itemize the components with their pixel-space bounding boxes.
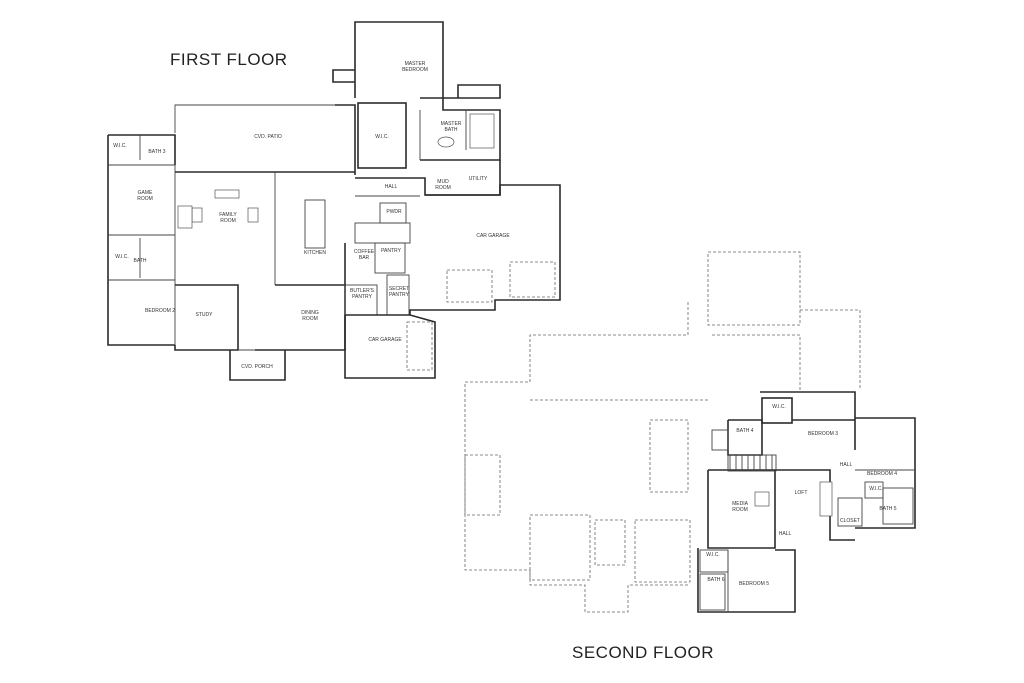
room-label-wic-3: W.I.C. <box>772 404 786 410</box>
room-label-hall-2: HALL <box>840 462 853 468</box>
room-label-cvd-patio: CVD. PATIO <box>254 134 282 140</box>
room-label-bath-3: BATH 3 <box>148 149 165 155</box>
room-label-car-garage-1: CAR GARAGE <box>476 233 510 239</box>
room-label-bedroom-3: BEDROOM 3 <box>808 431 838 437</box>
room-label-bath-2: BATH <box>134 258 147 264</box>
room-label-bedroom-4: BEDROOM 4 <box>867 471 897 477</box>
room-label-pantry: PANTRY <box>381 248 401 254</box>
room-label-cvd-porch: CVD. PORCH <box>241 364 273 370</box>
room-label-wic-1: W.I.C. <box>113 143 127 149</box>
room-label-wic-2: W.I.C. <box>115 254 129 260</box>
second-floor-walls <box>464 251 916 613</box>
room-label-wic-5: W.I.C. <box>706 552 720 558</box>
room-label-utility: UTILITY <box>469 176 488 182</box>
first-floor-title: FIRST FLOOR <box>170 50 288 69</box>
second-floor-labels: W.I.C. BEDROOM 3 BATH 4 HALL BEDROOM 4 LOFT W.… <box>706 404 897 587</box>
room-label-pwdr: PWDR <box>386 209 402 215</box>
room-label-wic-master: W.I.C. <box>375 134 389 140</box>
room-label-car-garage-2: CAR GARAGE <box>368 337 402 343</box>
room-label-hall-1: HALL <box>385 184 398 190</box>
room-label-bath-4: BATH 4 <box>736 428 753 434</box>
room-label-bath-5: BATH 5 <box>879 506 896 512</box>
room-label-hall-3: HALL <box>779 531 792 537</box>
first-floor-walls <box>107 21 561 381</box>
room-label-closet: CLOSET <box>840 518 860 524</box>
room-label-kitchen: KITCHEN <box>304 250 326 256</box>
room-label-bath-6: BATH 6 <box>707 577 724 583</box>
room-label-study: STUDY <box>196 312 214 318</box>
room-label-bedroom-5: BEDROOM 5 <box>739 581 769 587</box>
room-label-wic-4: W.I.C. <box>869 486 883 492</box>
second-floor-title: SECOND FLOOR <box>572 643 715 662</box>
room-label-bedroom-2: BEDROOM 2 <box>145 308 175 314</box>
room-label-loft: LOFT <box>795 490 808 496</box>
